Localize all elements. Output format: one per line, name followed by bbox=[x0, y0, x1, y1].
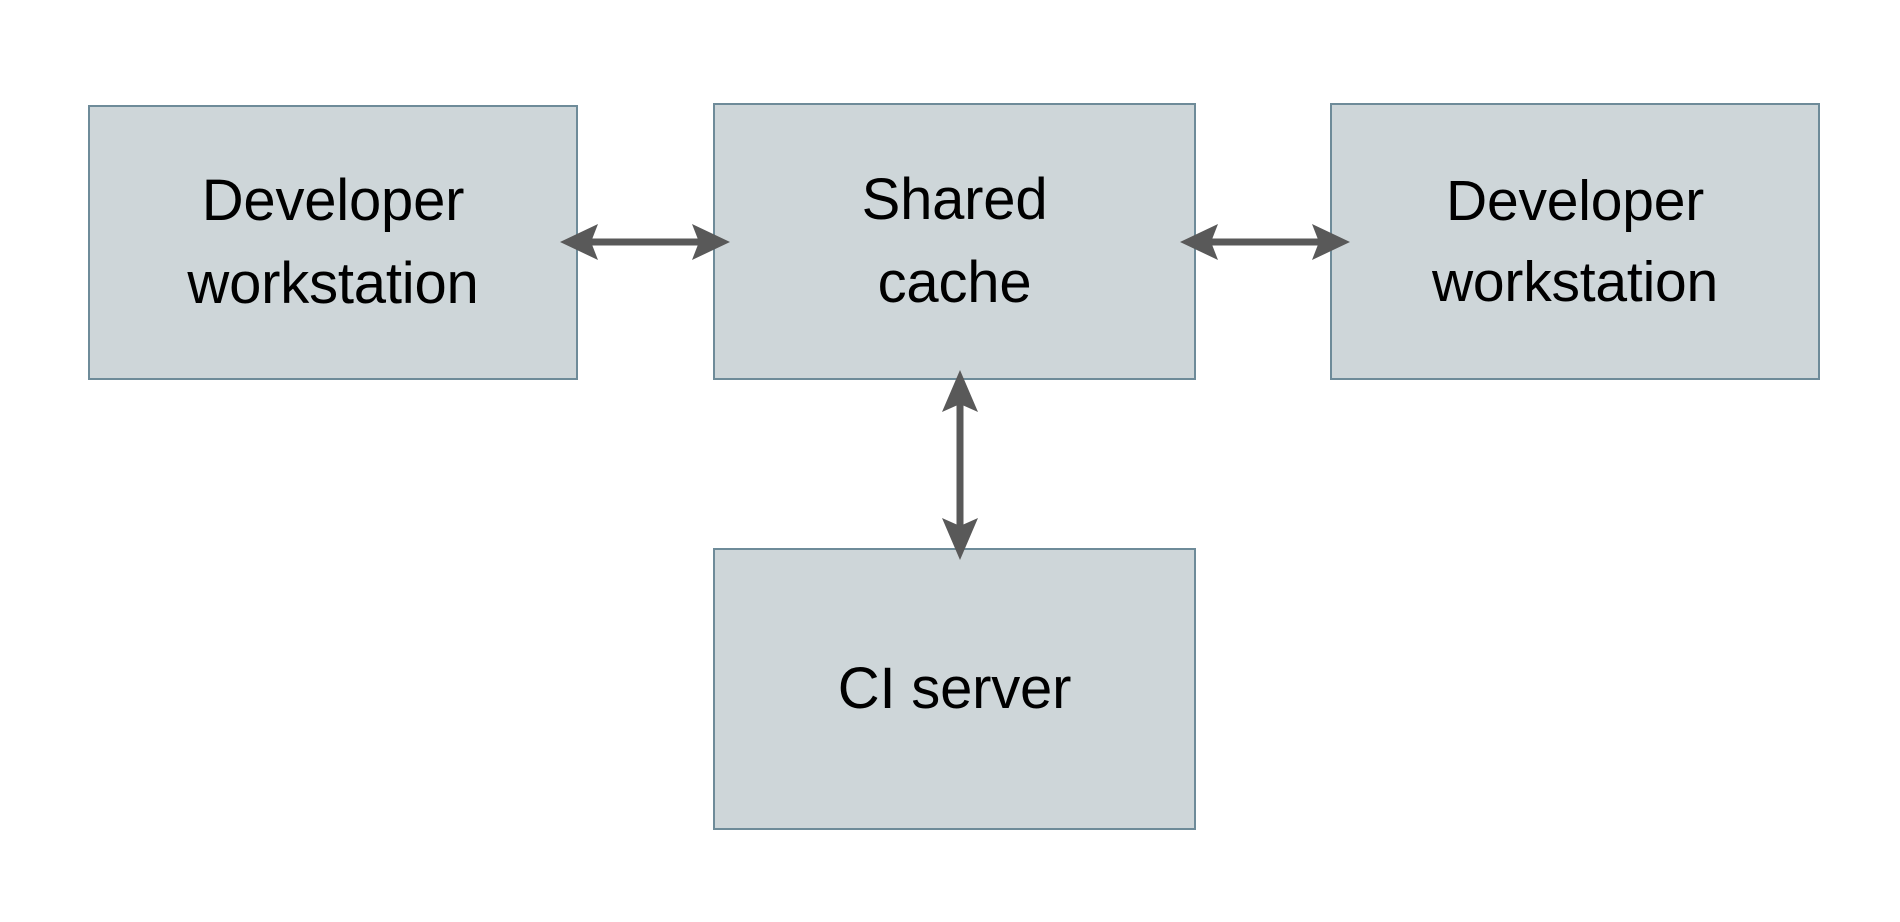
node-shared-cache[interactable]: Shared cache bbox=[713, 103, 1196, 380]
node-label: CI server bbox=[837, 655, 1072, 721]
connector-shared-cache-to-dev-right bbox=[1180, 224, 1350, 260]
node-developer-workstation-right[interactable]: Developer workstation bbox=[1330, 103, 1820, 380]
node-label: Shared cache bbox=[861, 167, 1048, 315]
node-label: Developer workstation bbox=[1431, 168, 1719, 314]
connector-shared-cache-to-ci-server bbox=[942, 370, 978, 560]
double-arrow-icon bbox=[942, 370, 978, 560]
double-arrow-icon bbox=[560, 224, 730, 260]
node-developer-workstation-left[interactable]: Developer workstation bbox=[88, 105, 578, 380]
node-label: Developer workstation bbox=[187, 168, 479, 316]
double-arrow-icon bbox=[1180, 224, 1350, 260]
connector-dev-left-to-shared-cache bbox=[560, 224, 730, 260]
node-ci-server[interactable]: CI server bbox=[713, 548, 1196, 830]
